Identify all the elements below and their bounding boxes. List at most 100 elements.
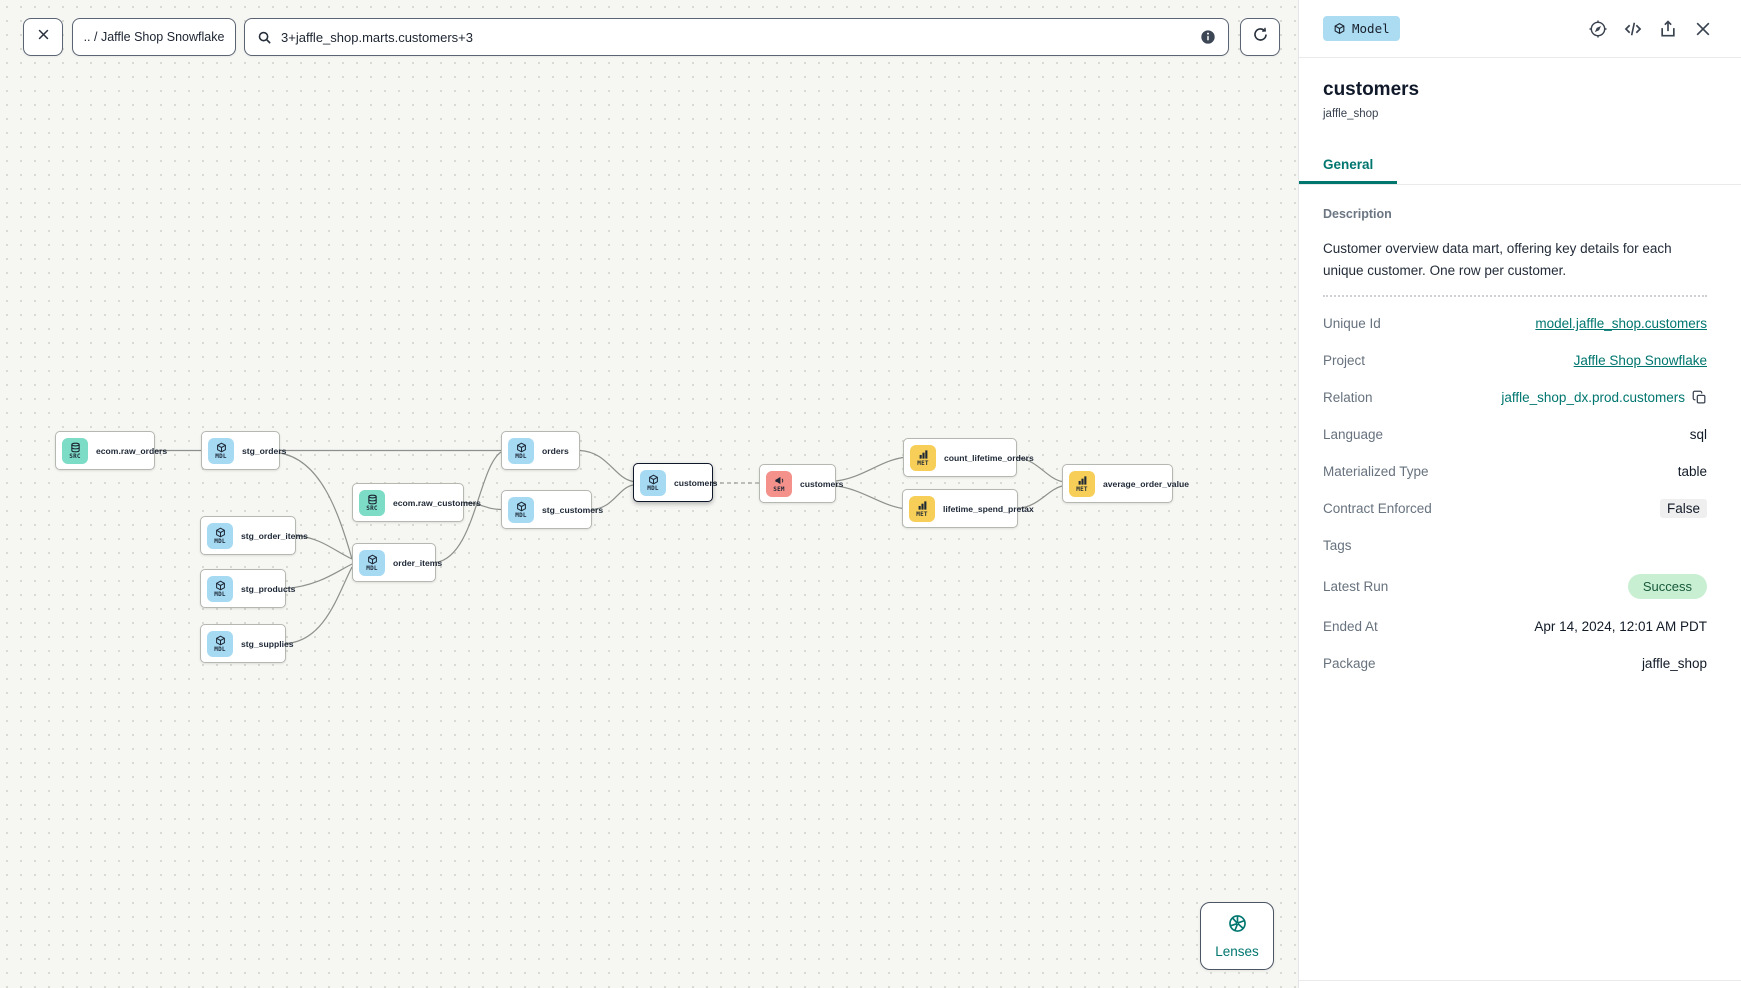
close-icon — [36, 27, 51, 47]
close-canvas-button[interactable] — [23, 18, 63, 56]
mdl-icon: MDL — [207, 522, 233, 549]
search-input[interactable] — [281, 29, 1200, 45]
details-panel: Model customers jaffle_shop General Desc… — [1298, 0, 1741, 988]
mdl-icon: MDL — [508, 496, 534, 523]
lenses-button[interactable]: Lenses — [1200, 902, 1274, 970]
node-label: stg_order_items — [241, 530, 308, 541]
field-value: jaffle_shop_dx.prod.customers — [1501, 390, 1685, 405]
node-label: customers — [800, 478, 844, 489]
field-label: Relation — [1323, 390, 1373, 405]
src-icon: SRC — [359, 489, 385, 516]
refresh-button[interactable] — [1240, 18, 1280, 56]
field-label: Materialized Type — [1323, 464, 1429, 479]
field-label: Latest Run — [1323, 578, 1389, 594]
field-row: Unique Id model.jaffle_shop.customers — [1323, 305, 1707, 342]
mdl-icon: MDL — [640, 469, 666, 496]
graph-node-stg_supplies[interactable]: MDL stg_supplies — [200, 624, 294, 663]
graph-node-average_order_value[interactable]: MET average_order_value — [1062, 464, 1189, 503]
run-status-badge: Success — [1627, 573, 1707, 599]
field-value: sql — [1689, 427, 1707, 442]
sem-icon: SEM — [766, 470, 792, 497]
field-label: Unique Id — [1323, 316, 1381, 331]
met-icon: MET — [910, 444, 936, 471]
node-label: ecom.raw_orders — [96, 445, 168, 456]
search-icon — [258, 31, 271, 44]
field-label: Contract Enforced — [1323, 501, 1432, 516]
page-title: customers — [1323, 79, 1420, 100]
tab-general[interactable]: General — [1299, 147, 1398, 184]
node-label: customers — [674, 477, 718, 488]
field-value-link[interactable]: Jaffle Shop Snowflake — [1573, 353, 1707, 368]
graph-node-customers[interactable]: MDL customers — [633, 463, 717, 502]
field-value-link[interactable]: model.jaffle_shop.customers — [1535, 316, 1707, 331]
panel-header: Model — [1299, 0, 1741, 58]
mdl-icon: MDL — [207, 630, 233, 657]
node-label: stg_supplies — [241, 638, 294, 649]
field-row: Latest Run Success — [1323, 564, 1707, 608]
node-label: stg_orders — [242, 445, 287, 456]
breadcrumb-label: .. / Jaffle Shop Snowflake — [83, 30, 225, 44]
field-row: Project Jaffle Shop Snowflake — [1323, 342, 1707, 379]
src-icon: SRC — [62, 437, 88, 464]
mdl-icon: MDL — [208, 437, 234, 464]
panel-footer — [1299, 980, 1741, 988]
divider — [1323, 295, 1707, 297]
field-label: Project — [1323, 353, 1366, 368]
description-label: Description — [1323, 207, 1392, 221]
mdl-icon: MDL — [207, 575, 233, 602]
view-code-icon[interactable] — [1623, 19, 1643, 39]
mdl-icon: MDL — [359, 549, 385, 576]
graph-node-order_items[interactable]: MDL order_items — [352, 543, 442, 582]
met-icon: MET — [1069, 470, 1095, 497]
share-icon[interactable] — [1658, 19, 1678, 39]
graph-node-count_lifetime_orders[interactable]: MET count_lifetime_orders — [903, 438, 1034, 477]
field-value: table — [1677, 464, 1707, 479]
model-cube-icon — [1334, 23, 1345, 34]
node-label: order_items — [393, 557, 443, 568]
resource-type-badge: Model — [1323, 16, 1400, 41]
field-row: Contract Enforced False — [1323, 490, 1707, 527]
field-row: Tags — [1323, 527, 1707, 564]
panel-tabs: General — [1299, 147, 1741, 185]
lineage-edges — [155, 449, 1063, 645]
node-label: orders — [542, 445, 569, 456]
close-panel-icon[interactable] — [1693, 19, 1713, 39]
graph-node-stg_order_items[interactable]: MDL stg_order_items — [200, 516, 308, 555]
node-label: lifetime_spend_pretax — [943, 503, 1034, 514]
explore-lineage-icon[interactable] — [1588, 19, 1608, 39]
met-icon: MET — [909, 495, 935, 522]
field-row: Materialized Type table — [1323, 453, 1707, 490]
node-label: stg_products — [241, 583, 296, 594]
lenses-icon — [1227, 913, 1248, 939]
copy-icon[interactable] — [1692, 390, 1707, 405]
breadcrumb[interactable]: .. / Jaffle Shop Snowflake — [72, 18, 236, 56]
graph-node-ecom.raw_customers[interactable]: SRC ecom.raw_customers — [352, 483, 481, 522]
graph-node-stg_orders[interactable]: MDL stg_orders — [201, 431, 286, 470]
refresh-icon — [1252, 26, 1269, 48]
info-icon[interactable] — [1200, 29, 1216, 45]
graph-node-ecom.raw_orders[interactable]: SRC ecom.raw_orders — [55, 431, 167, 470]
field-row: Relation jaffle_shop_dx.prod.customers — [1323, 379, 1707, 416]
mdl-icon: MDL — [508, 437, 534, 464]
node-label: average_order_value — [1103, 478, 1189, 489]
field-value: jaffle_shop — [1641, 656, 1707, 671]
node-label: count_lifetime_orders — [944, 452, 1034, 463]
lineage-search[interactable] — [244, 18, 1229, 56]
graph-node-orders[interactable]: MDL orders — [501, 431, 580, 470]
node-label: ecom.raw_customers — [393, 497, 481, 508]
graph-node-stg_products[interactable]: MDL stg_products — [200, 569, 295, 608]
graph-node-customers[interactable]: SEM customers — [759, 464, 843, 503]
field-value: Apr 14, 2024, 12:01 AM PDT — [1534, 619, 1707, 634]
package-subtitle: jaffle_shop — [1323, 108, 1379, 120]
lenses-label: Lenses — [1215, 944, 1259, 959]
field-label: Language — [1323, 427, 1384, 442]
status-badge: False — [1659, 499, 1707, 518]
graph-node-lifetime_spend_pretax[interactable]: MET lifetime_spend_pretax — [902, 489, 1034, 528]
field-label: Tags — [1323, 538, 1352, 553]
description-text: Customer overview data mart, offering ke… — [1323, 241, 1672, 278]
field-row: Language sql — [1323, 416, 1707, 453]
